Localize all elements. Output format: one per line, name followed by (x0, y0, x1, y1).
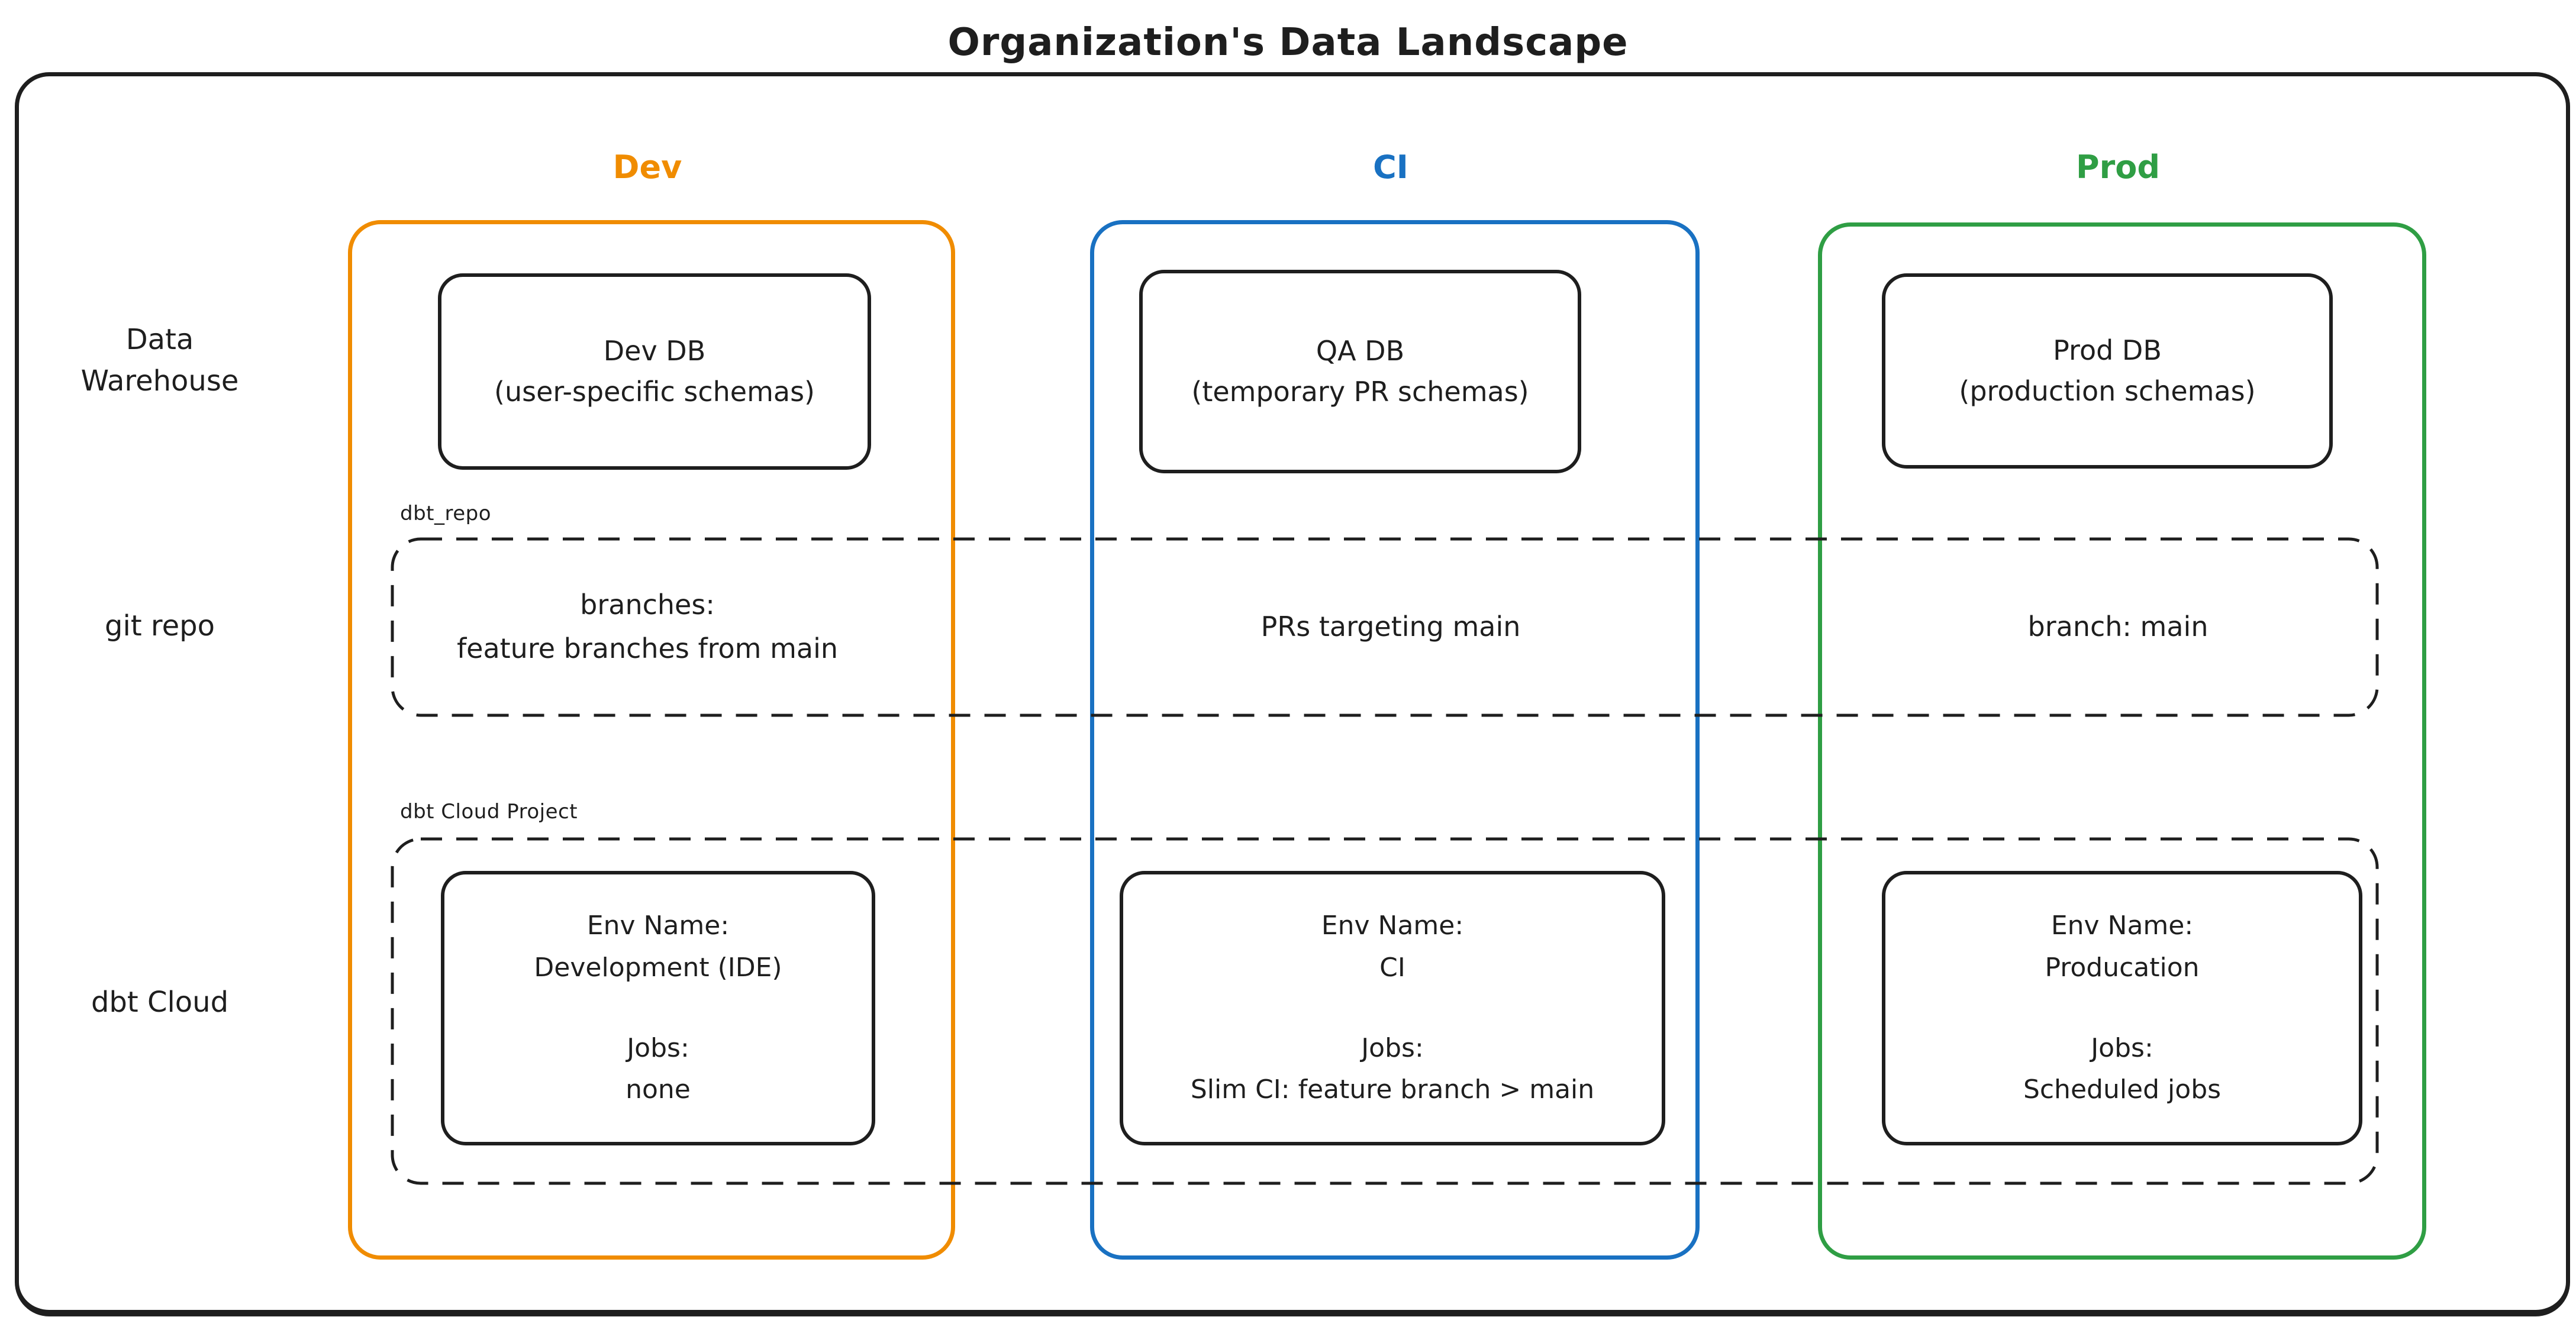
node-subtitle: (temporary PR schemas) (1191, 376, 1529, 408)
jobs-group: Jobs: none (626, 1028, 691, 1111)
env-name-label: Env Name: (586, 911, 730, 941)
row-label-data-warehouse: Data Warehouse (36, 319, 284, 402)
git-repo-group-label: dbt_repo (400, 502, 492, 525)
dev-environment-node: Env Name: Development (IDE) Jobs: none (441, 871, 875, 1145)
jobs-value: Slim CI: feature branch > main (1190, 1074, 1595, 1105)
env-name-label: Env Name: (2051, 911, 2194, 941)
jobs-label: Jobs: (627, 1033, 689, 1063)
node-subtitle: (user-specific schemas) (494, 376, 815, 408)
dbt-cloud-project-group-label: dbt Cloud Project (400, 800, 578, 824)
node-title: Prod DB (2053, 334, 2162, 366)
row-label-line: Data (125, 323, 194, 356)
env-name-value: CI (1379, 952, 1405, 983)
dbt-cloud-project-group-outline (391, 837, 2379, 1185)
node-title: QA DB (1316, 335, 1405, 367)
env-name-value: Development (IDE) (534, 952, 782, 983)
git-cell-line: branch: main (2027, 611, 2209, 643)
row-label-dbt-cloud: dbt Cloud (91, 986, 229, 1019)
git-cell-line: feature branches from main (456, 632, 839, 664)
prod-environment-node: Env Name: Producation Jobs: Scheduled jo… (1882, 871, 2362, 1145)
column-header-ci: CI (1373, 148, 1408, 186)
jobs-value: Scheduled jobs (2023, 1074, 2222, 1105)
row-label-git-repo: git repo (105, 609, 215, 643)
row-label-line: Warehouse (80, 364, 239, 398)
jobs-label: Jobs: (2091, 1033, 2153, 1063)
git-cell-line: PRs targeting main (1260, 611, 1521, 643)
jobs-label: Jobs: (1361, 1033, 1424, 1063)
git-repo-group-outline (391, 537, 2379, 717)
prod-environment-frame (1818, 222, 2426, 1260)
landscape-container-outline (15, 72, 2570, 1316)
dev-environment-frame (348, 220, 955, 1260)
dev-git-cell: branches: feature branches from main (348, 537, 947, 717)
dev-db-node: Dev DB (user-specific schemas) (438, 273, 871, 470)
node-title: Dev DB (603, 335, 706, 367)
qa-db-node: QA DB (temporary PR schemas) (1139, 270, 1581, 473)
page-title: Organization's Data Landscape (947, 21, 1629, 64)
env-name-group: Env Name: Development (IDE) (534, 905, 782, 989)
prod-git-cell: branch: main (1818, 537, 2418, 717)
prod-db-node: Prod DB (production schemas) (1882, 273, 2333, 469)
env-name-label: Env Name: (1321, 911, 1464, 941)
git-cell-line: branches: (580, 589, 715, 621)
column-header-prod: Prod (2076, 148, 2160, 186)
ci-environment-node: Env Name: CI Jobs: Slim CI: feature bran… (1120, 871, 1665, 1145)
node-subtitle: (production schemas) (1959, 375, 2256, 407)
column-header-dev: Dev (612, 148, 682, 186)
env-name-group: Env Name: CI (1321, 905, 1463, 989)
env-name-value: Producation (2045, 952, 2200, 983)
ci-environment-frame (1090, 220, 1700, 1260)
jobs-group: Jobs: Slim CI: feature branch > main (1191, 1028, 1594, 1111)
env-name-group: Env Name: Producation (2045, 905, 2199, 989)
jobs-group: Jobs: Scheduled jobs (2023, 1028, 2221, 1111)
ci-git-cell: PRs targeting main (1090, 537, 1691, 717)
jobs-value: none (626, 1074, 691, 1105)
